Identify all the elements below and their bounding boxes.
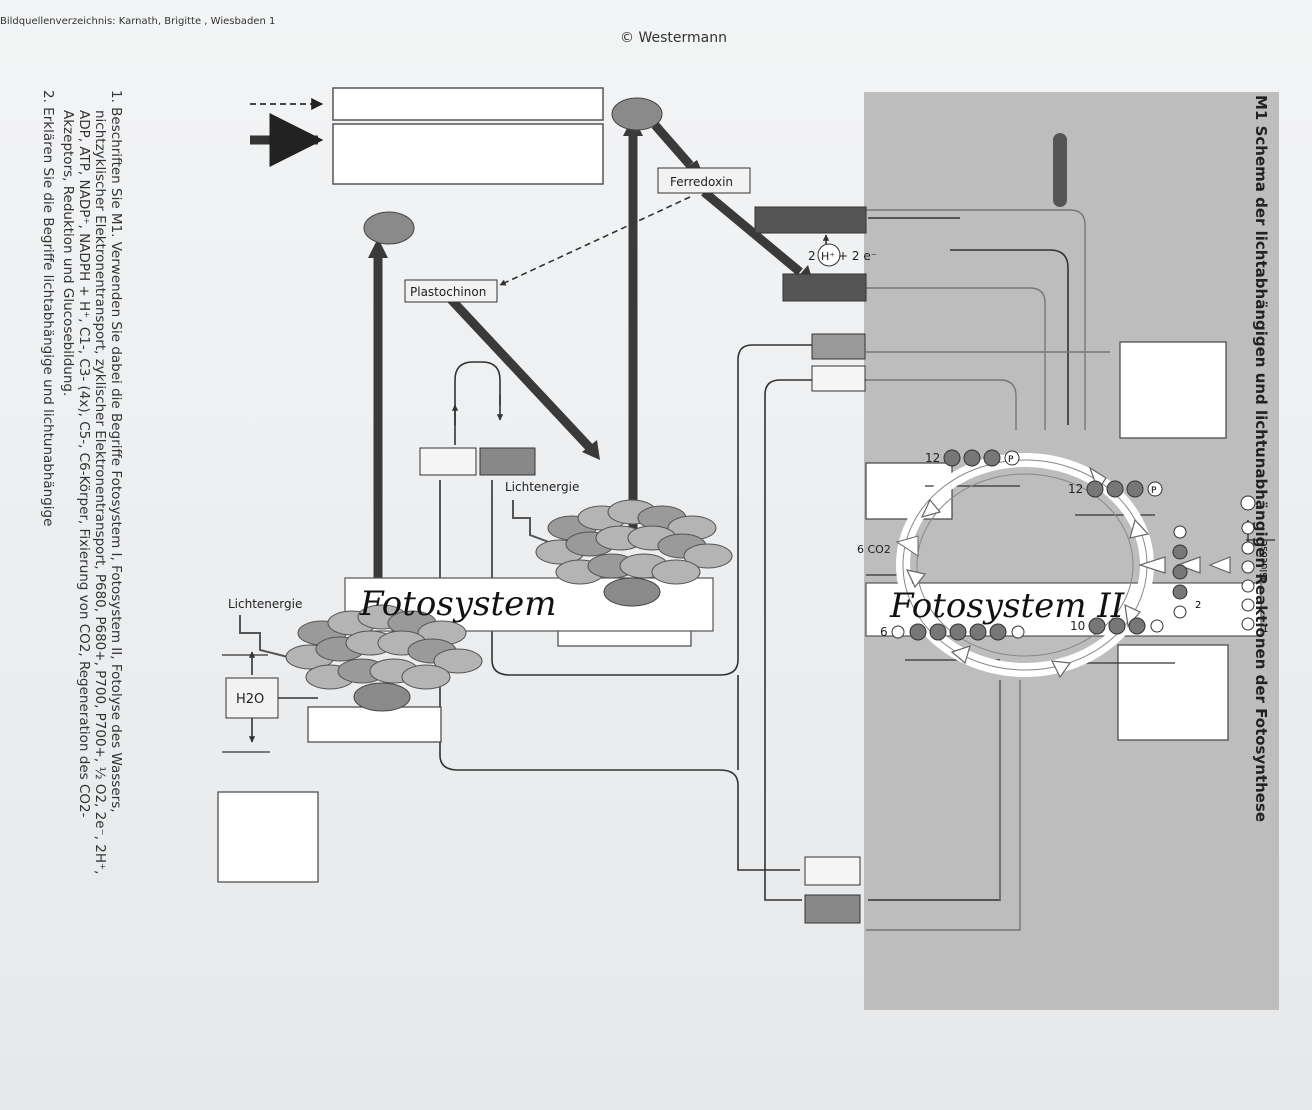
acceptor-ps2: [363, 211, 415, 245]
answer-box-regeneration[interactable]: [1119, 341, 1227, 439]
legend-box-dashed[interactable]: [332, 87, 604, 121]
handwritten-fotosystem: Fotosystem: [360, 584, 557, 624]
svg-text:2: 2: [1195, 600, 1201, 611]
chain-12-top: 12 P: [925, 449, 1020, 467]
antenna-disc: [401, 664, 451, 690]
task1-line4: Akzeptors, Reduktion und Glucosebildung.: [60, 110, 76, 397]
answer-box-reduktion[interactable]: [1117, 644, 1229, 741]
atp-box-top[interactable]: [811, 333, 866, 360]
task1-line1: 1. Beschriften Sie M1. Verwenden Sie dab…: [108, 90, 124, 813]
photosystem-1-cluster: [535, 499, 733, 607]
chain-co2: 6 CO2: [857, 535, 919, 557]
photosystem-2-cluster: [285, 604, 483, 712]
glucose-label: Glucose: [1259, 540, 1270, 580]
plastochinon-box: [404, 279, 498, 303]
svg-text:12: 12: [925, 451, 940, 465]
plastochinon-label: Plastochinon: [410, 285, 486, 299]
svg-text:10: 10: [1070, 619, 1085, 633]
svg-text:P: P: [1008, 455, 1014, 465]
arrowhead-ps2-up: [368, 238, 388, 258]
legend-box-solid[interactable]: [332, 123, 604, 185]
antenna-disc: [433, 648, 483, 674]
ferredoxin-box: [657, 167, 751, 194]
acceptor-ps1: [611, 97, 663, 131]
nadph-box-top[interactable]: [754, 206, 867, 234]
electrons-label: + 2 e⁻: [838, 249, 877, 263]
water-box: [225, 677, 279, 719]
cyclic-dashed-arrow: [499, 196, 691, 286]
chain-10: 10: [1070, 617, 1164, 635]
adp-box-bottom[interactable]: [804, 856, 861, 886]
copyright-notice: © Westermann: [620, 30, 727, 46]
light-zigzag-ps2: [239, 615, 301, 661]
light-energy-ps1: Lichtenergie: [505, 480, 579, 494]
reaction-center-disc: [353, 682, 411, 712]
figure-title: M1 Schema der lichtabhängigen und lichtu…: [1252, 95, 1270, 823]
electron-transport-arrows: [373, 122, 803, 628]
glucose-column: Glucose 2 1: [1172, 495, 1270, 635]
hplus-label: H⁺: [821, 250, 835, 263]
light-zigzag-ps1: [512, 500, 566, 549]
answer-box-ps2[interactable]: [307, 706, 442, 743]
task-text: 1. Beschriften Sie M1. Verwenden Sie dab…: [40, 90, 124, 970]
water-label: H2O: [236, 692, 264, 707]
handwritten-fotosystem-ii: Fotosystem II: [890, 586, 1125, 626]
cyclic-box-grey[interactable]: [479, 447, 536, 476]
hplus-count: 2: [808, 249, 816, 263]
channel-outlines: [866, 209, 1110, 931]
svg-text:6: 6: [880, 625, 888, 639]
svg-text:6 CO2: 6 CO2: [857, 543, 891, 556]
svg-text:P: P: [1151, 486, 1157, 496]
cyclic-box-white[interactable]: [419, 447, 477, 476]
svg-text:1: 1: [1262, 624, 1268, 635]
answer-box-fotolyse[interactable]: [217, 791, 319, 883]
light-energy-ps2: Lichtenergie: [228, 597, 302, 611]
routing-lines: [439, 344, 866, 901]
task1-line3: ADP, ATP, NADP⁺, NADPH + H⁺, C1-, C3- (4…: [76, 110, 92, 818]
antenna-disc: [651, 559, 701, 585]
ferredoxin-label: Ferredoxin: [670, 175, 733, 189]
hplus-circle: [817, 243, 841, 267]
arrowhead-to-ps1: [582, 440, 600, 460]
atp-box-bottom[interactable]: [804, 894, 861, 924]
chain-6p: 6: [880, 623, 1025, 641]
adp-box-top[interactable]: [811, 365, 866, 392]
task1-line2: nichtzyklischer Elektronentransport, zyk…: [92, 110, 108, 875]
stroma-region: [864, 92, 1279, 1010]
task2-line1: 2. Erklären Sie die Begriffe lichtabhäng…: [40, 90, 56, 527]
chain-12-right: 12 P: [1068, 480, 1163, 498]
nadp-box[interactable]: [782, 273, 867, 302]
calvin-cycle: [896, 453, 1251, 679]
antenna-disc: [683, 543, 733, 569]
svg-text:12: 12: [1068, 482, 1083, 496]
image-credit: Bildquellenverzeichnis: Karnath, Brigitt…: [0, 16, 276, 27]
reaction-center-disc: [603, 577, 661, 607]
